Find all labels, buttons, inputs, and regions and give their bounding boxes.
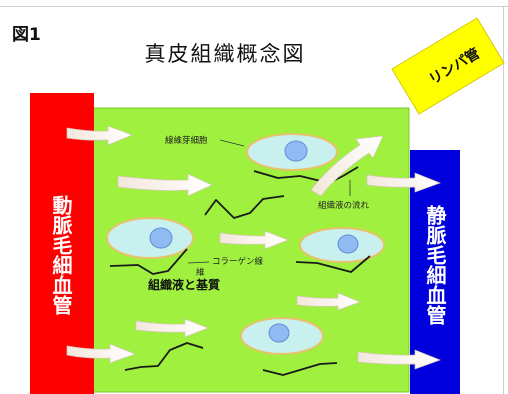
collagen-fiber bbox=[109, 248, 188, 275]
arterial-capillary-label: 動脈毛細血管 bbox=[49, 195, 73, 315]
collagen-fiber-label-line1: コラーゲン線 bbox=[212, 257, 264, 267]
flow-arrow bbox=[366, 172, 441, 193]
collagen-fiber bbox=[253, 166, 359, 184]
frame-top-border bbox=[0, 6, 508, 7]
collagen-pointer bbox=[187, 261, 210, 264]
diagram-title: 真皮組織概念図 bbox=[144, 42, 306, 66]
lymph-flow-arrow bbox=[310, 135, 384, 197]
flow-arrow bbox=[117, 173, 213, 197]
collagen-fiber bbox=[262, 362, 338, 376]
fibroblast-cell bbox=[299, 227, 385, 263]
arterial-capillary bbox=[30, 93, 94, 394]
fibroblast-cell bbox=[106, 217, 194, 259]
fibroblast-pointer bbox=[219, 139, 245, 147]
collagen-fiber bbox=[124, 342, 204, 371]
fibroblast-cell bbox=[240, 317, 324, 355]
lymphatic-vessel bbox=[391, 17, 505, 115]
flow-arrow bbox=[296, 292, 361, 311]
collagen-fiber bbox=[204, 195, 285, 219]
venous-capillary-label: 静脈毛細血管 bbox=[423, 205, 447, 325]
figure-label: 図1 bbox=[12, 25, 41, 45]
flow-arrow bbox=[66, 343, 136, 364]
fibroblast-label: 線維芽細胞 bbox=[165, 136, 208, 146]
fibroblast-cell bbox=[246, 133, 338, 171]
collagen-fiber bbox=[295, 255, 371, 273]
collagen-fiber-label-line2: 維 bbox=[196, 268, 205, 278]
flow-arrow bbox=[357, 349, 441, 370]
flow-arrow bbox=[135, 318, 209, 338]
frame-right-border bbox=[503, 6, 504, 394]
tissue-fluid-flow-label: 組織液の流れ bbox=[318, 201, 370, 211]
matrix-label: 組織液と基質 bbox=[148, 278, 221, 292]
flow-arrow bbox=[66, 125, 133, 146]
flow-arrow bbox=[219, 230, 289, 250]
